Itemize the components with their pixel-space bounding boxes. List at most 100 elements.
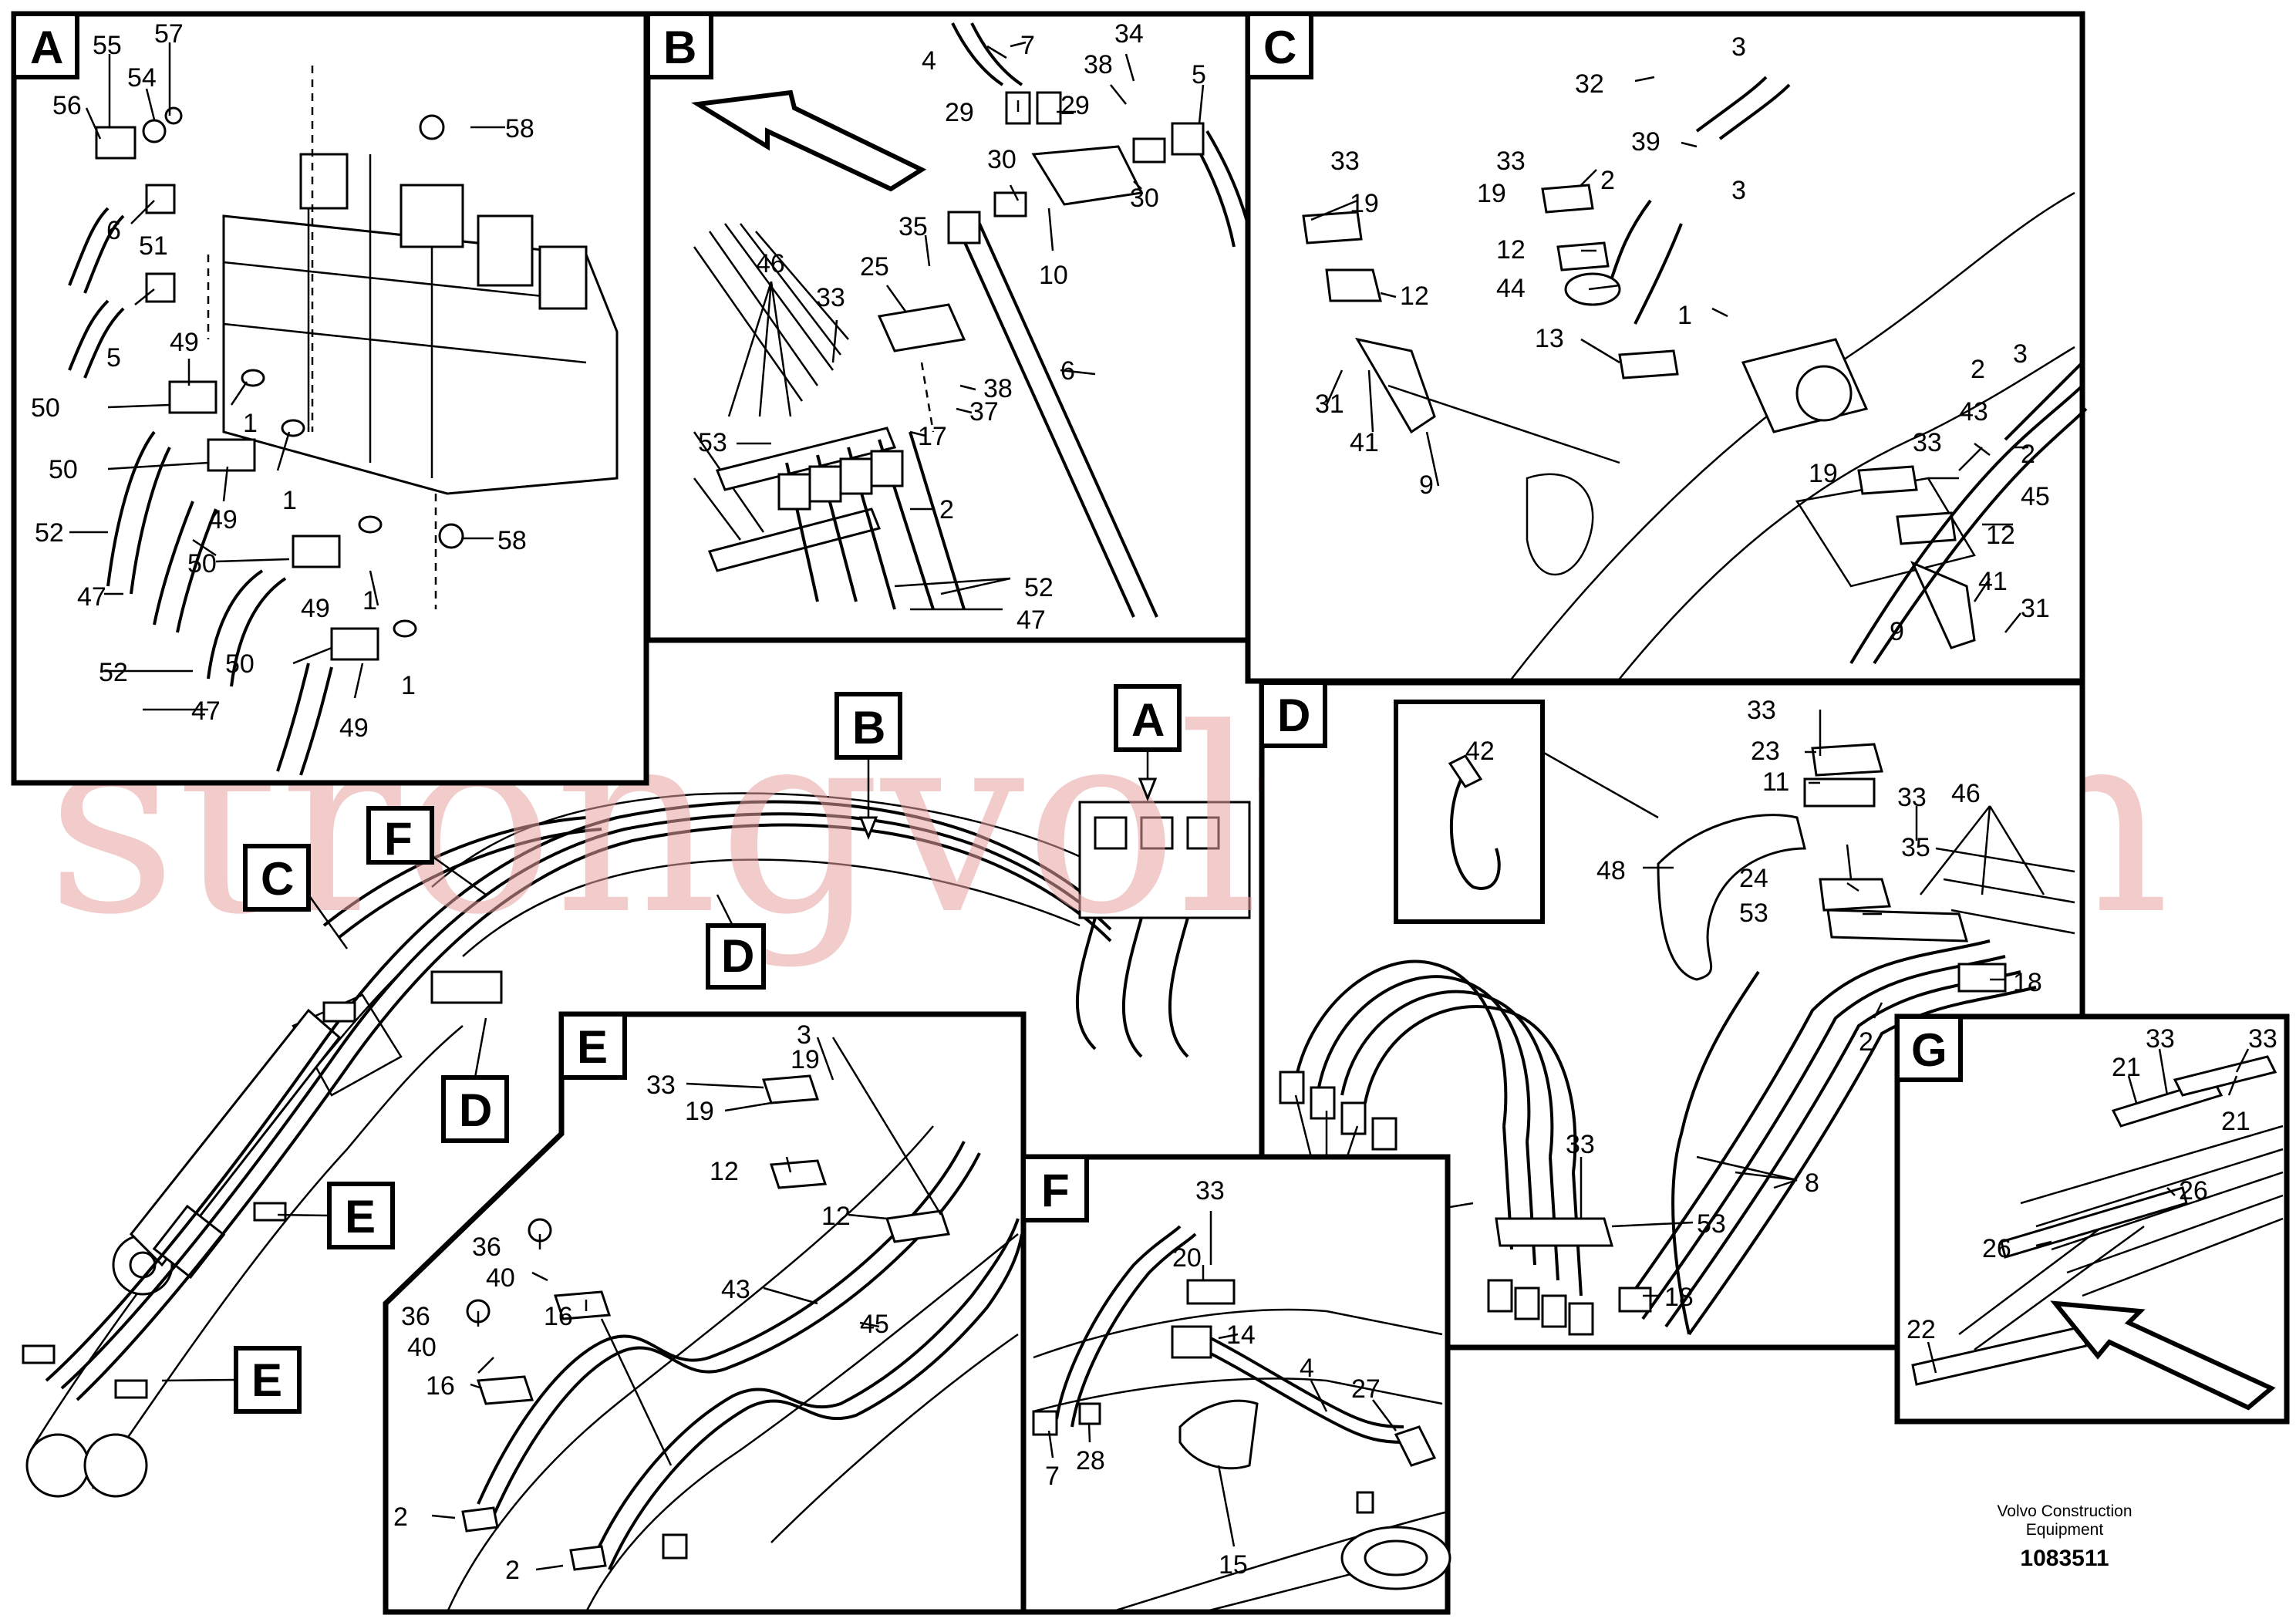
part-callout-number: 13	[1535, 324, 1564, 353]
part-callout-number: 39	[1631, 127, 1660, 157]
part-callout-number: 35	[899, 212, 928, 241]
overview-callout-letter: A	[1131, 694, 1165, 746]
part-callout-number: 49	[301, 594, 330, 623]
part-callout-number: 31	[1315, 389, 1344, 419]
part-callout-number: 3	[2013, 339, 2028, 369]
part-callout-number: 19	[1477, 179, 1506, 208]
part-callout-number: 34	[1114, 19, 1144, 49]
part-callout-number: 40	[486, 1263, 515, 1293]
part-callout-number: 3	[1731, 176, 1746, 205]
part-callout-number: 35	[1901, 833, 1930, 862]
part-callout-number: 5	[106, 343, 121, 373]
part-callout-number: 33	[816, 283, 845, 312]
part-callout-number: 36	[401, 1302, 430, 1331]
part-callout-number: 38	[1084, 50, 1113, 79]
part-callout-number: 56	[52, 91, 82, 120]
part-callout-number: 33	[1496, 147, 1526, 176]
part-callout-number: 12	[821, 1202, 851, 1231]
panel-a: A	[11, 11, 649, 786]
part-callout-number: 1	[243, 409, 258, 438]
panel-d-letter: D	[1277, 690, 1310, 741]
panel-e-letter: E	[577, 1021, 608, 1073]
panel-c: C	[1245, 11, 2088, 684]
part-callout-number: 1	[282, 486, 297, 515]
part-callout-number: 33	[2146, 1024, 2175, 1054]
part-callout-number: 33	[2248, 1024, 2277, 1054]
part-callout-number: 33	[1330, 147, 1360, 176]
overview-callout-letter: D	[721, 930, 754, 982]
part-callout-number: 5	[1192, 60, 1206, 89]
panel-b-letter: B	[663, 22, 696, 73]
part-callout-number: 19	[685, 1097, 714, 1126]
part-callout-number: 57	[154, 19, 184, 49]
part-callout-number: 50	[225, 649, 255, 679]
part-callout-number: 12	[1496, 235, 1526, 265]
part-callout-number: 2	[393, 1502, 408, 1532]
company-name-line2: Equipment	[2026, 1521, 2104, 1539]
part-callout-number: 16	[544, 1302, 573, 1331]
part-callout-number: 10	[1039, 261, 1068, 290]
part-callout-number: 2	[939, 495, 954, 524]
panel-g: G 21 33 33 21 26 26 22	[1894, 1013, 2290, 1425]
part-callout-number: 48	[1596, 856, 1626, 885]
part-callout-number: 26	[2179, 1176, 2208, 1206]
part-callout-number: 47	[77, 582, 106, 612]
part-callout-number: 21	[2112, 1053, 2141, 1082]
part-callout-number: 43	[721, 1275, 750, 1304]
overview-callout-letter: B	[852, 702, 885, 754]
part-callout-number: 19	[791, 1045, 820, 1074]
part-callout-number: 8	[1805, 1168, 1819, 1198]
part-callout-number: 11	[1762, 767, 1789, 797]
part-callout-number: 28	[1076, 1446, 1105, 1475]
part-callout-number: 41	[1350, 428, 1379, 457]
part-callout-number: 19	[1350, 189, 1379, 218]
part-callout-number: 49	[339, 713, 369, 743]
part-callout-number: 18	[1664, 1283, 1694, 1312]
part-callout-number: 29	[945, 98, 974, 127]
part-callout-number: 49	[208, 505, 238, 534]
part-callout-number: 50	[31, 393, 60, 423]
part-callout-number: 4	[1300, 1354, 1314, 1383]
part-callout-number: 16	[426, 1371, 455, 1401]
panel-b: B	[645, 11, 1255, 643]
part-callout-number: 46	[1951, 779, 1981, 808]
part-callout-number: 45	[2021, 482, 2050, 511]
part-callout-number: 33	[1566, 1130, 1595, 1159]
part-callout-number: 50	[49, 455, 78, 484]
part-callout-number: 9	[1419, 470, 1434, 500]
overview-callout-letter: E	[345, 1191, 376, 1243]
part-callout-number: 2	[505, 1556, 520, 1585]
part-callout-number: 33	[1747, 696, 1776, 725]
part-callout-number: 31	[2021, 594, 2050, 623]
part-callout-number: 42	[1465, 737, 1495, 766]
part-callout-number: 49	[170, 328, 199, 357]
panel-f-letter: F	[1041, 1165, 1070, 1216]
panel-f: F 33 20 14 4 27 7 28 15	[1020, 1154, 1451, 1615]
part-callout-number: 12	[1986, 521, 2015, 550]
part-callout-number: 32	[1575, 69, 1604, 99]
part-callout-number: 40	[407, 1333, 437, 1362]
overview-callout-letter: F	[384, 813, 413, 865]
part-callout-number: 25	[860, 252, 889, 282]
part-callout-number: 1	[401, 671, 416, 700]
overview-drawing	[22, 792, 1251, 1498]
part-callout-number: 54	[127, 63, 157, 93]
part-callout-number: 3	[1731, 32, 1746, 62]
footer: Volvo Construction Equipment 1083511	[1997, 1502, 2132, 1571]
part-callout-number: 37	[969, 397, 999, 427]
part-callout-number: 33	[1897, 783, 1927, 812]
overview-callout-letter: E	[251, 1354, 282, 1406]
panel-g-letter: G	[1911, 1024, 1947, 1076]
part-callout-number: 47	[1017, 605, 1046, 635]
part-callout-number: 44	[1496, 274, 1526, 303]
part-callout-number: 12	[710, 1157, 739, 1186]
part-callout-number: 30	[1130, 184, 1159, 213]
part-callout-number: 12	[1400, 282, 1429, 311]
panel-a-letter: A	[30, 22, 63, 73]
part-callout-number: 2	[1971, 355, 1985, 384]
part-callout-number: 58	[497, 526, 527, 555]
part-callout-number: 17	[918, 422, 947, 451]
part-callout-number: 29	[1060, 91, 1090, 120]
part-callout-number: 15	[1219, 1550, 1248, 1580]
